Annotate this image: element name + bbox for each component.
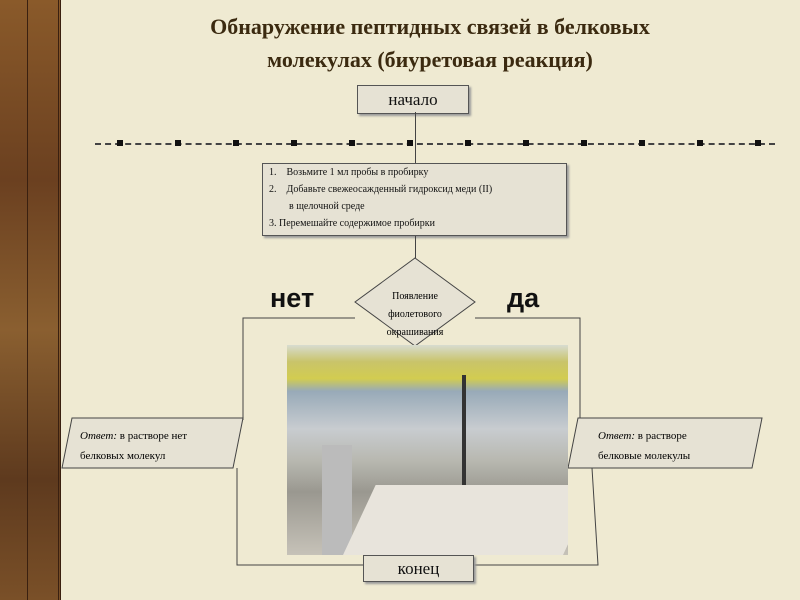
divider-dot [291,140,297,146]
divider-dot [465,140,471,146]
lab-photo [287,345,568,555]
end-node: конец [363,555,474,582]
divider-dot [639,140,645,146]
divider-dot [175,140,181,146]
divider-dot [581,140,587,146]
divider-dot [233,140,239,146]
start-node: начало [357,85,469,114]
divider-dot [523,140,529,146]
connector [415,236,416,258]
divider-dot [117,140,123,146]
connector [415,112,416,163]
answer-no-shape [61,417,244,469]
yes-label: да [507,283,540,313]
dashed-divider [95,143,775,145]
divider-dot [697,140,703,146]
answer-yes-shape [567,417,763,469]
no-label: нет [270,283,315,313]
divider-dot [349,140,355,146]
divider-dot [407,140,413,146]
decorative-border [0,0,61,600]
divider-dot [755,140,761,146]
